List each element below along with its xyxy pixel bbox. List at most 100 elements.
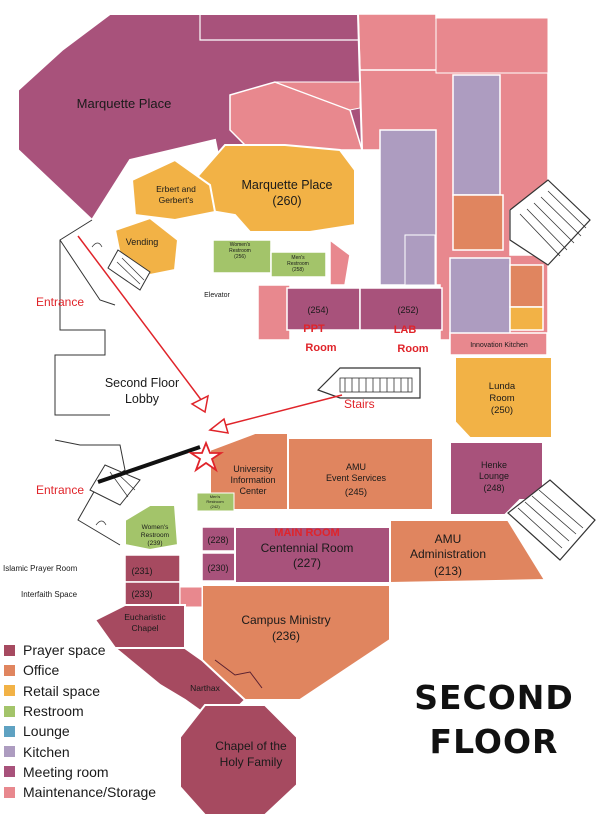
label-lunda-3: (250) — [491, 405, 513, 416]
label-erbert-1: Erbert and — [156, 184, 196, 194]
label-amu-event-3: (245) — [345, 487, 367, 498]
annotation-stairs: Stairs — [344, 397, 375, 411]
label-amu-event-2: Event Services — [326, 473, 387, 483]
label-eucharistic-2: Chapel — [132, 623, 159, 633]
entrance-line — [97, 445, 201, 484]
legend-item: Office — [4, 660, 204, 680]
label-narthax: Narthax — [190, 683, 221, 693]
label-elevator: Elevator — [204, 292, 230, 299]
legend-swatch — [4, 786, 15, 798]
office-top-right-2 — [509, 264, 544, 308]
label-erbert-2: Gerbert's — [159, 195, 194, 205]
annotation-lab-1: LAB — [394, 324, 417, 336]
label-uic-2: Information — [230, 475, 275, 485]
annotation-lab-2: Room — [397, 343, 428, 355]
lunda-room-250 — [454, 356, 553, 439]
stairs-center — [316, 367, 421, 399]
label-interfaith: Interfaith Space — [21, 590, 78, 599]
label-womens-256-1: Women's — [230, 242, 251, 248]
label-room-228: (228) — [207, 535, 228, 545]
floor-title: SECOND FLOOR — [404, 676, 584, 764]
label-lobby-2: Lobby — [125, 392, 160, 406]
mens-restroom-242 — [196, 492, 235, 512]
label-henke-3: (248) — [483, 483, 504, 493]
mens-restroom-258 — [270, 251, 327, 278]
legend-item: Lounge — [4, 721, 204, 741]
legend-item: Retail space — [4, 681, 204, 701]
label-uic-1: University — [233, 464, 273, 474]
legend-swatch — [4, 725, 15, 737]
label-chapel-1: Chapel of the — [215, 739, 287, 753]
legend-item: Meeting room — [4, 762, 204, 782]
eucharistic-chapel — [93, 604, 186, 649]
label-womens-256-3: (256) — [234, 254, 246, 260]
label-room-252: (252) — [397, 305, 418, 315]
legend-label: Prayer space — [23, 642, 106, 659]
henke-lounge-248 — [449, 441, 544, 516]
annotation-ppt-2: Room — [305, 342, 336, 354]
label-eucharistic-1: Eucharistic — [124, 612, 166, 622]
label-henke-1: Henke — [481, 460, 507, 470]
label-mens-242-3: (242) — [210, 504, 220, 509]
label-mens-242-1: Men's — [210, 494, 221, 499]
star-marker — [188, 440, 224, 473]
label-marquette-260-num: (260) — [272, 194, 301, 208]
legend-label: Office — [23, 662, 60, 679]
label-mens-258-1: Men's — [291, 255, 305, 261]
legend-label: Retail space — [23, 682, 101, 699]
innovation-kitchen — [449, 332, 548, 356]
womens-restroom-256 — [212, 239, 272, 274]
label-campus-ministry-1: Campus Ministry — [241, 613, 330, 627]
label-centennial-1: Centennial Room — [261, 541, 354, 555]
label-room-254: (254) — [307, 305, 328, 315]
legend-item: Prayer space — [4, 640, 204, 660]
stairs-left-top — [107, 249, 151, 291]
room-252 — [359, 287, 443, 331]
label-marquette-place-large: Marquette Place — [77, 96, 172, 111]
annotation-ppt-1: PPT — [303, 323, 325, 335]
annotation-entrance-top: Entrance — [36, 295, 84, 309]
label-lunda-2: Room — [489, 393, 514, 404]
legend-item: Kitchen — [4, 741, 204, 761]
label-vending: Vending — [126, 237, 159, 247]
label-lobby-1: Second Floor — [105, 376, 179, 390]
label-lunda-1: Lunda — [489, 381, 516, 392]
annotation-main-room: MAIN ROOM — [274, 527, 339, 539]
stairs-top-right — [509, 179, 591, 266]
legend-label: Kitchen — [23, 743, 70, 760]
label-womens-239-1: Women's — [142, 524, 170, 531]
floor-title-line-1: SECOND — [414, 678, 574, 717]
kitchen-block-3 — [449, 257, 511, 341]
label-room-233: (233) — [131, 589, 152, 599]
label-amu-admin-3: (213) — [434, 564, 462, 578]
legend-item: Maintenance/Storage — [4, 782, 204, 802]
amu-event-services-245 — [287, 437, 434, 511]
legend-swatch — [4, 664, 15, 676]
legend-label: Lounge — [23, 723, 70, 740]
label-room-231: (231) — [131, 566, 152, 576]
legend-swatch — [4, 766, 15, 778]
womens-restroom-239 — [124, 504, 180, 552]
legend-label: Maintenance/Storage — [23, 784, 157, 801]
erbert-gerberts — [130, 158, 217, 222]
room-254 — [286, 287, 361, 331]
legend-swatch — [4, 746, 15, 758]
amu-administration-213 — [389, 519, 547, 585]
label-innovation-kitchen: Innovation Kitchen — [470, 342, 528, 349]
label-womens-239-3: (239) — [147, 540, 162, 547]
label-centennial-2: (227) — [293, 556, 321, 570]
chapel-of-the-holy-family — [179, 704, 298, 816]
stairs-right-middle — [507, 479, 596, 561]
legend-item: Restroom — [4, 701, 204, 721]
label-henke-2: Lounge — [479, 471, 509, 481]
legend-label: Meeting room — [23, 763, 109, 780]
label-chapel-2: Holy Family — [220, 755, 283, 769]
legend-swatch — [4, 644, 15, 656]
label-mens-242-2: Restroom — [206, 499, 224, 504]
label-mens-258-3: (258) — [292, 267, 304, 273]
label-mens-258-2: Restroom — [287, 261, 309, 267]
label-campus-ministry-2: (236) — [272, 629, 300, 643]
office-top-right-1 — [452, 194, 504, 251]
